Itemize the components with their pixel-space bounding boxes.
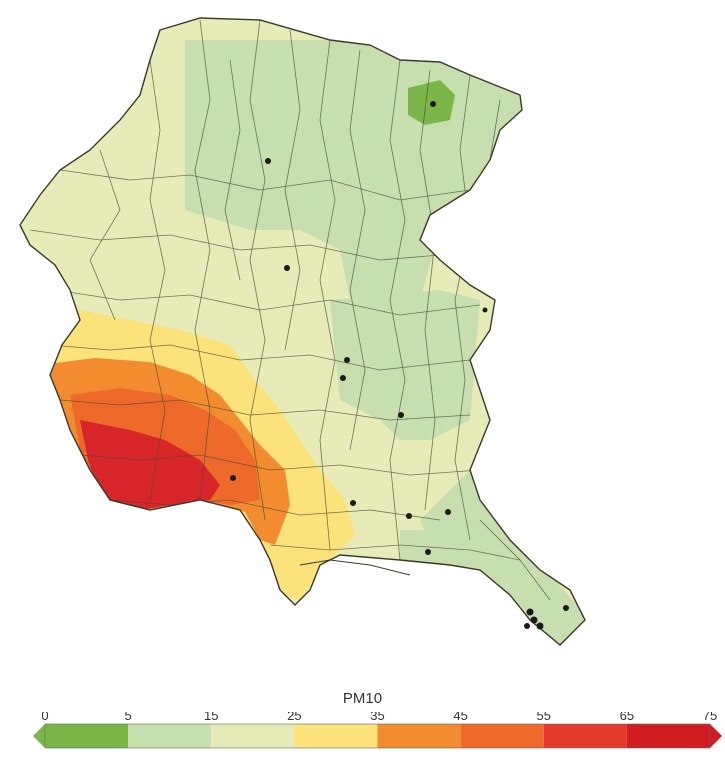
municipality-borders (29, 19, 551, 601)
legend-tick-label: 45 (453, 712, 467, 723)
zone-pale-green-coast (420, 470, 585, 645)
legend-tick-label: 55 (537, 712, 551, 723)
legend-frame (44, 723, 711, 749)
legend-bin (128, 724, 212, 748)
station-marker (284, 265, 290, 271)
legend-bin (626, 724, 710, 748)
station-marker (563, 605, 569, 611)
legend-tick-label: 0 (41, 712, 48, 723)
station-marker (230, 475, 236, 481)
legend-bin (460, 724, 544, 748)
station-marker (398, 412, 404, 418)
concentration-zones (20, 18, 585, 645)
legend-bin (543, 724, 627, 748)
monitoring-stations (230, 101, 569, 630)
station-marker (350, 500, 356, 506)
station-marker (526, 608, 534, 616)
station-marker (425, 549, 431, 555)
legend-under-arrow (33, 724, 45, 748)
lagoon-coastline (299, 559, 411, 576)
legend-bin (211, 724, 295, 748)
station-marker (344, 357, 350, 363)
legend-tick-label: 75 (703, 712, 717, 723)
legend-tick-label: 65 (620, 712, 634, 723)
station-marker (445, 509, 451, 515)
legend-over-arrow (710, 724, 722, 748)
station-marker (430, 101, 436, 107)
legend-bins (33, 723, 722, 749)
legend-bin (45, 724, 129, 748)
zone-red (80, 420, 220, 512)
station-marker (406, 513, 412, 519)
legend-tick-label: 25 (287, 712, 301, 723)
station-marker (530, 616, 538, 624)
legend-tick-label: 15 (204, 712, 218, 723)
station-marker (340, 375, 346, 381)
choropleth-map (19, 17, 586, 646)
color-scale-legend: 0 5 15 25 35 45 55 65 75 (33, 712, 722, 749)
station-marker (482, 307, 488, 313)
station-marker (265, 158, 271, 164)
zone-pale-green-east (330, 290, 480, 440)
legend-tick-label: 35 (370, 712, 384, 723)
legend-bin (294, 724, 378, 748)
legend-tick-label: 5 (125, 712, 132, 723)
legend-ticks: 0 5 15 25 35 45 55 65 75 (41, 712, 717, 723)
legend-title: PM10 (342, 690, 383, 707)
station-marker (536, 622, 544, 630)
station-marker (524, 623, 530, 629)
legend-bin (377, 724, 461, 748)
